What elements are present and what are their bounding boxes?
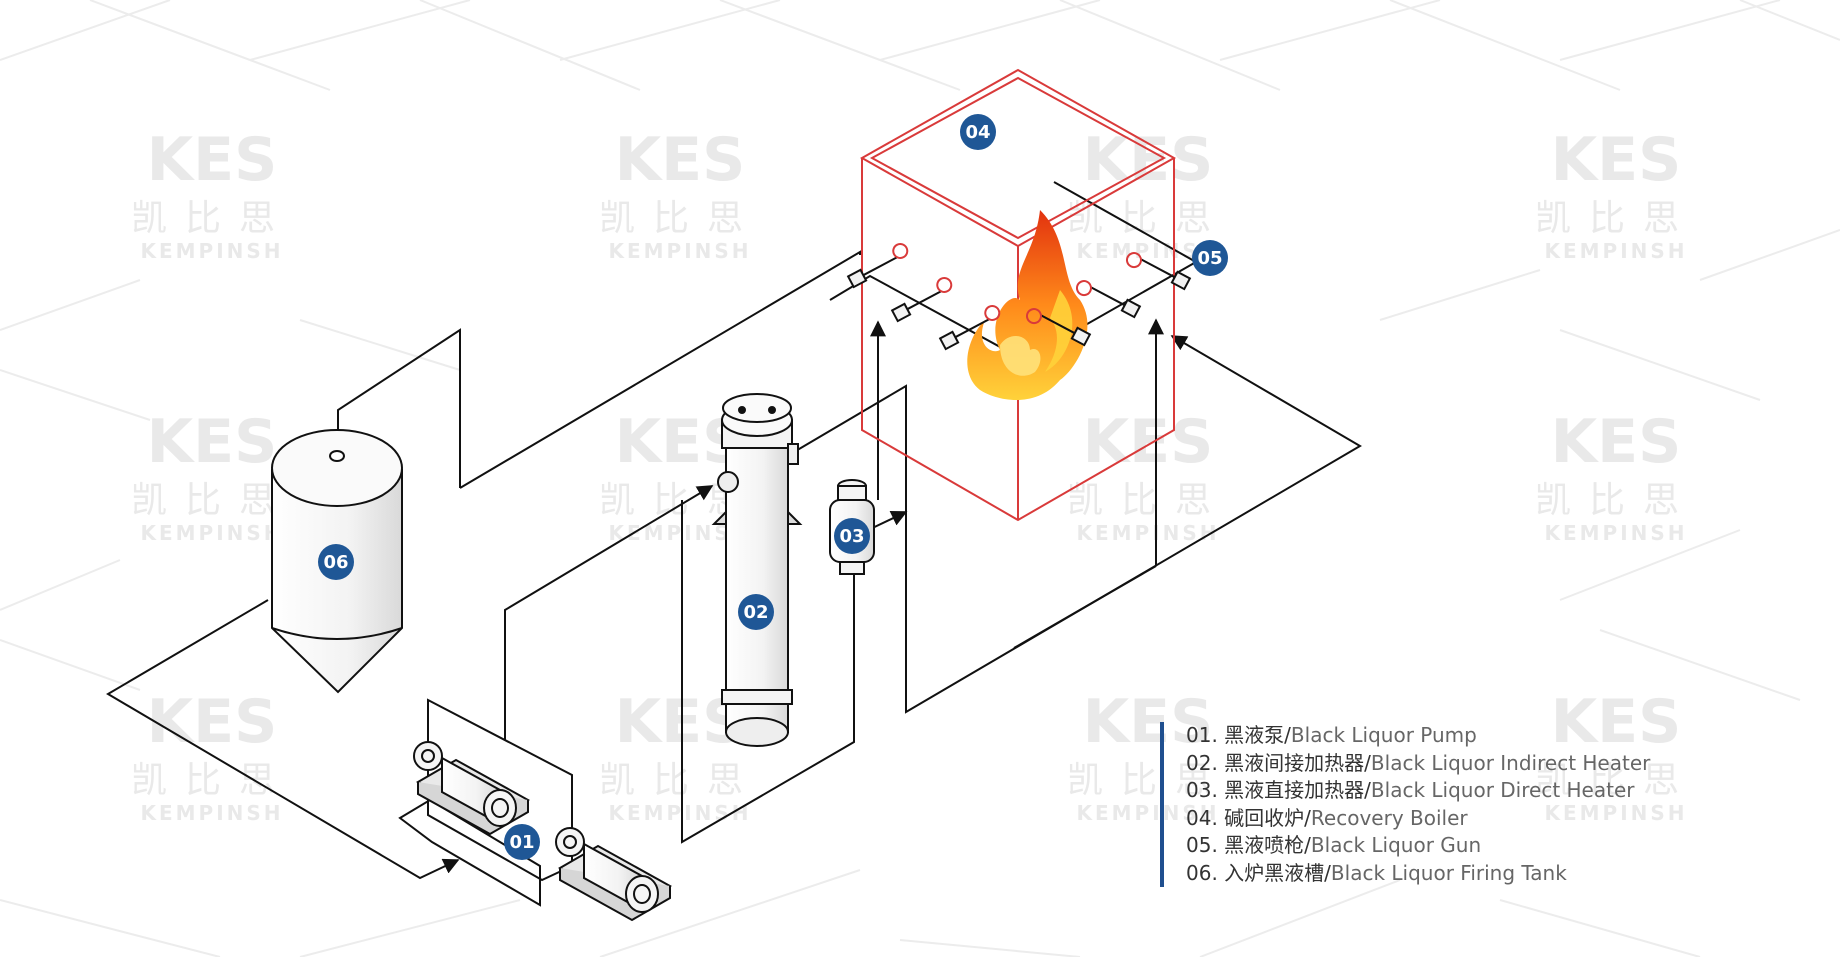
watermark-brand: KEMPINSH: [1544, 801, 1687, 825]
watermark-chinese: 凯比思: [599, 760, 761, 801]
watermark-brand: KEMPINSH: [608, 239, 751, 263]
watermark-chinese: 凯比思: [1535, 760, 1697, 801]
legend-num: 02.: [1186, 750, 1218, 775]
legend-en: Black Liquor Pump: [1290, 723, 1477, 747]
gun-icon: [890, 276, 953, 323]
pipe-to-gun-ring-left: [459, 250, 861, 489]
legend-zh: 黑液泵/: [1224, 723, 1291, 747]
badge-black-liquor-gun: 05: [1192, 240, 1228, 276]
legend-zh: 碱回收炉/: [1224, 805, 1311, 830]
watermark-chinese: 凯比思: [1535, 480, 1697, 521]
legend-item: 01. 黑液泵/Black Liquor Pump: [1186, 722, 1650, 750]
badge-pump: 01: [504, 824, 540, 860]
svg-text:02: 02: [743, 602, 768, 623]
watermark-logo: KES: [1083, 687, 1214, 757]
tank-cone-line: [271, 627, 403, 640]
watermark-brand: KEMPINSH: [1544, 239, 1687, 263]
svg-text:04: 04: [965, 122, 990, 143]
badge-recovery-boiler: 04: [960, 114, 996, 150]
legend-en: Recovery Boiler: [1310, 805, 1468, 830]
indirect-heater: [711, 393, 803, 747]
svg-text:05: 05: [1197, 248, 1222, 269]
legend: 01. 黑液泵/Black Liquor Pump 02. 黑液间接加热器/Bl…: [1160, 722, 1650, 887]
watermark-brand: KEMPINSH: [1076, 521, 1219, 545]
watermark-logo: KES: [147, 407, 278, 477]
legend-num: 04.: [1186, 805, 1218, 830]
watermark-chinese: 凯比思: [599, 198, 761, 239]
watermark-brand: KEMPINSH: [1076, 801, 1219, 825]
legend-en: Black Liquor Direct Heater: [1370, 778, 1635, 802]
watermark-logo: KES: [1083, 407, 1214, 477]
pump-unit: [555, 827, 673, 922]
legend-num: 03.: [1186, 778, 1218, 802]
gun-icon: [1125, 252, 1192, 291]
legend-zh: 入炉黑液槽/: [1224, 860, 1331, 885]
watermark-chinese: 凯比思: [1067, 480, 1229, 521]
black-liquor-guns: [846, 242, 1192, 351]
watermark-brand: KEMPINSH: [608, 801, 751, 825]
watermark-logo: KES: [1551, 125, 1682, 195]
heater-shell: [725, 419, 789, 733]
legend-zh: 黑液喷枪/: [1224, 833, 1311, 857]
legend-en: Black Liquor Gun: [1310, 833, 1482, 857]
pipe-tank-to-pump: [106, 599, 460, 880]
watermark-chinese: 凯比思: [131, 760, 293, 801]
pump-unit: [413, 741, 531, 836]
tank-nozzle: [329, 450, 345, 462]
watermark-chinese: 凯比思: [1067, 760, 1229, 801]
pipe-indirect-to-direct: [681, 500, 862, 844]
legend-num: 01.: [1186, 723, 1218, 747]
badge-indirect-heater: 02: [738, 594, 774, 630]
legend-zh: 黑液直接加热器/: [1224, 778, 1371, 802]
legend-en: Black Liquor Indirect Heater: [1370, 750, 1651, 775]
gun-icon: [1075, 280, 1142, 319]
tank-top: [271, 429, 403, 507]
watermark-chinese: 凯比思: [131, 198, 293, 239]
boiler-top-inner: [869, 76, 1167, 240]
pump-skid-outline-2: [398, 798, 541, 907]
flame-icon: [967, 210, 1088, 400]
legend-num: 05.: [1186, 833, 1218, 857]
watermark-chinese: 凯比思: [1535, 198, 1697, 239]
watermark-logo: KES: [1551, 687, 1682, 757]
pipe-upper-loop: [793, 335, 1362, 714]
pipe-pump-to-indirect: [504, 485, 714, 740]
gun-icon: [938, 304, 1001, 351]
svg-text:06: 06: [323, 552, 348, 573]
gun-icon: [1025, 308, 1092, 347]
pipe-bottom-riser: [1013, 565, 1157, 649]
legend-num: 06.: [1186, 860, 1218, 885]
black-liquor-pump: [413, 741, 673, 922]
firing-tank: [271, 429, 403, 694]
legend-item: 06. 入炉黑液槽/Black Liquor Firing Tank: [1186, 860, 1650, 888]
svg-text:01: 01: [509, 832, 534, 853]
watermark-brand: KEMPINSH: [1544, 521, 1687, 545]
watermark-logo: KES: [147, 687, 278, 757]
watermark-chinese: 凯比思: [131, 480, 293, 521]
watermark-logo: KES: [615, 125, 746, 195]
legend-item: 02. 黑液间接加热器/Black Liquor Indirect Heater: [1186, 750, 1650, 778]
watermark-logo: KES: [147, 125, 278, 195]
legend-item: 05. 黑液喷枪/Black Liquor Gun: [1186, 832, 1650, 860]
legend-item: 04. 碱回收炉/Recovery Boiler: [1186, 805, 1650, 833]
watermark-logo: KES: [1083, 125, 1214, 195]
watermark-logo: KES: [1551, 407, 1682, 477]
svg-text:03: 03: [839, 526, 864, 547]
watermark-brand: KEMPINSH: [140, 239, 283, 263]
legend-zh: 黑液间接加热器/: [1224, 750, 1371, 775]
watermark-brand: KEMPINSH: [140, 521, 283, 545]
watermark-brand: KEMPINSH: [140, 801, 283, 825]
legend-en: Black Liquor Firing Tank: [1330, 860, 1567, 885]
gun-icon: [846, 242, 909, 289]
legend-item: 03. 黑液直接加热器/Black Liquor Direct Heater: [1186, 777, 1650, 805]
badge-firing-tank: 06: [318, 544, 354, 580]
badge-direct-heater: 03: [834, 518, 870, 554]
